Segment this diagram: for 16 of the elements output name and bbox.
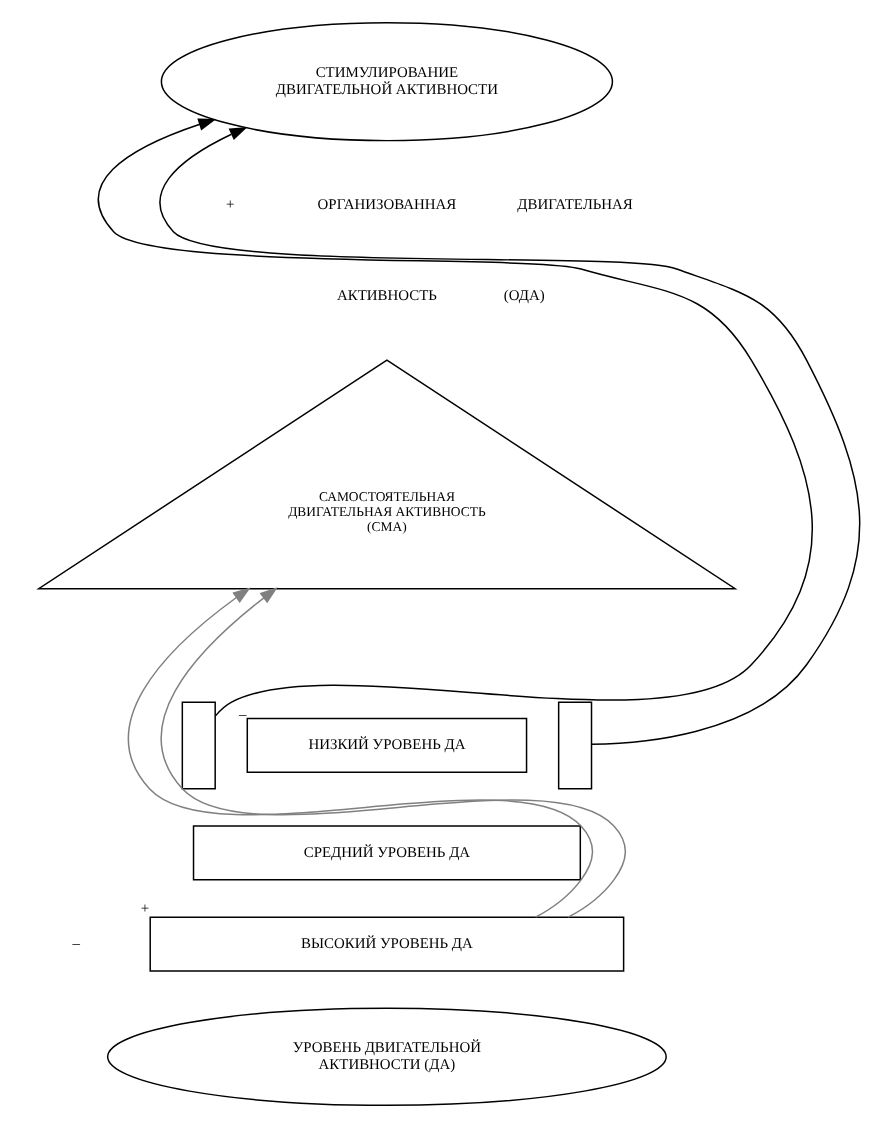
node-label: + — [139, 898, 149, 917]
node-box: ВЫСОКИЙ УРОВЕНЬ ДА — [148, 916, 624, 972]
node-ellipse: УРОВЕНЬ ДВИГАТЕЛЬНОЙ АКТИВНОСТИ (ДА) — [105, 1007, 666, 1107]
label: АКТИВНОСТЬ — [336, 285, 436, 304]
label: ОРГАНИЗОВАННАЯ — [316, 194, 456, 213]
node-box: НИЗКИЙ УРОВЕНЬ ДА — [245, 717, 527, 774]
node-box — [180, 701, 215, 790]
node-label: _ — [238, 700, 246, 719]
label: + — [224, 194, 234, 213]
node-box — [556, 701, 592, 790]
label: ДВИГАТЕЛЬНАЯ — [516, 194, 632, 213]
arrow — [96, 118, 812, 717]
label: – — [71, 933, 80, 952]
label: (ОДА) — [502, 285, 544, 304]
arrow — [158, 126, 860, 745]
node-box: СРЕДНИЙ УРОВЕНЬ ДА — [191, 825, 581, 881]
